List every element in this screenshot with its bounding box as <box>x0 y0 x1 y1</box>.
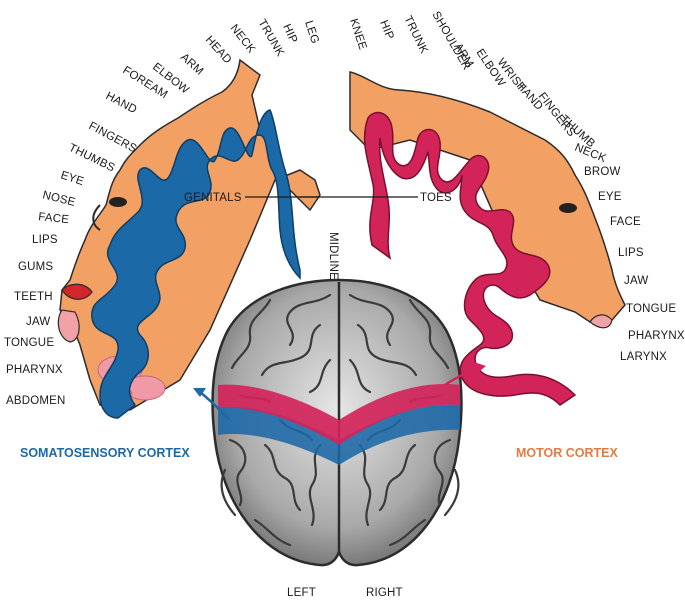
toes-label: TOES <box>420 192 452 204</box>
genitals-label: GENITALS <box>184 192 242 204</box>
motor-label-face: FACE <box>610 216 641 228</box>
midline-label: MIDLINE <box>327 232 339 280</box>
sensory-label-teeth: TEETH <box>14 291 53 303</box>
sensory-label-face: FACE <box>38 211 70 226</box>
motor-label-larynx: LARYNX <box>620 351 667 363</box>
sensory-label-hand: HAND <box>104 90 139 116</box>
left-label: LEFT <box>287 587 316 599</box>
sensory-label-trunk: TRUNK <box>255 18 286 59</box>
motor-label-knee: KNEE <box>347 17 368 51</box>
motor-label-pharynx: PHARYNX <box>628 330 685 342</box>
sensory-title: SOMATOSENSORY CORTEX <box>20 446 190 460</box>
sensory-label-head: HEAD <box>203 34 234 66</box>
sensory-label-abdomen: ABDOMEN <box>6 395 66 407</box>
motor-label-eye: EYE <box>598 191 622 203</box>
motor-label-brow: BROW <box>584 166 621 178</box>
sensory-label-fingers: FINGERS <box>87 120 139 155</box>
sensory-label-neck: NECK <box>228 22 258 55</box>
motor-label-tongue: TONGUE <box>626 303 676 315</box>
sensory-label-leg: LEG <box>302 19 321 45</box>
motor-label-jaw: JAW <box>624 275 648 287</box>
sensory-label-eye: EYE <box>59 169 85 188</box>
motor-label-trunk: TRUNK <box>401 14 430 56</box>
sensory-homunculus-icon <box>57 58 321 421</box>
right-label: RIGHT <box>366 587 403 599</box>
motor-label-lips: LIPS <box>618 247 644 259</box>
sensory-label-thumbs: THUMBS <box>67 142 117 175</box>
sensory-label-pharynx: PHARYNX <box>6 364 63 376</box>
motor-label-hip: HIP <box>377 19 396 42</box>
sensory-label-hip: HIP <box>280 22 299 45</box>
sensory-label-gums: GUMS <box>18 261 53 273</box>
sensory-label-jaw: JAW <box>26 316 50 328</box>
brain-icon <box>211 278 463 567</box>
motor-title: MOTOR CORTEX <box>516 446 619 460</box>
motor-homunculus-icon <box>300 71 626 406</box>
sensory-label-tongue: TONGUE <box>4 337 54 349</box>
sensory-label-arm: ARM <box>178 51 205 77</box>
sensory-label-lips: LIPS <box>32 234 58 246</box>
sensory-label-nose: NOSE <box>41 189 76 209</box>
